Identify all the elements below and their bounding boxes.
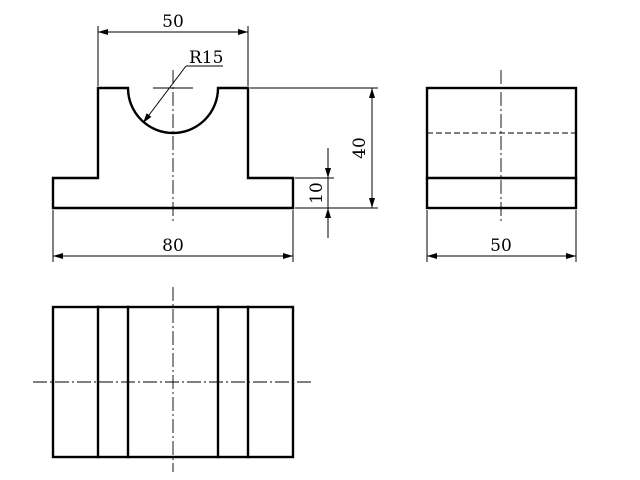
dimension-base-width-label: 80 <box>162 236 184 256</box>
dimension-base-height-label: 10 <box>307 182 327 204</box>
dimension-side-width: 50 <box>426 210 577 262</box>
dimension-radius-label: R15 <box>189 48 223 68</box>
dimension-top-width-label: 50 <box>162 12 184 32</box>
dimension-base-height: 10 <box>295 148 334 238</box>
dimension-radius: R15 <box>142 48 223 124</box>
dimension-total-height-label: 40 <box>350 137 370 159</box>
side-view <box>425 70 578 222</box>
front-view <box>51 70 295 222</box>
front-view-outline <box>51 86 295 210</box>
dimension-base-width: 80 <box>52 210 294 262</box>
side-view-outline <box>425 86 578 210</box>
dimension-top-width: 50 <box>97 12 249 86</box>
top-view <box>33 287 313 472</box>
dimension-side-width-label: 50 <box>490 236 512 256</box>
dimension-total-height: 40 <box>250 87 378 209</box>
